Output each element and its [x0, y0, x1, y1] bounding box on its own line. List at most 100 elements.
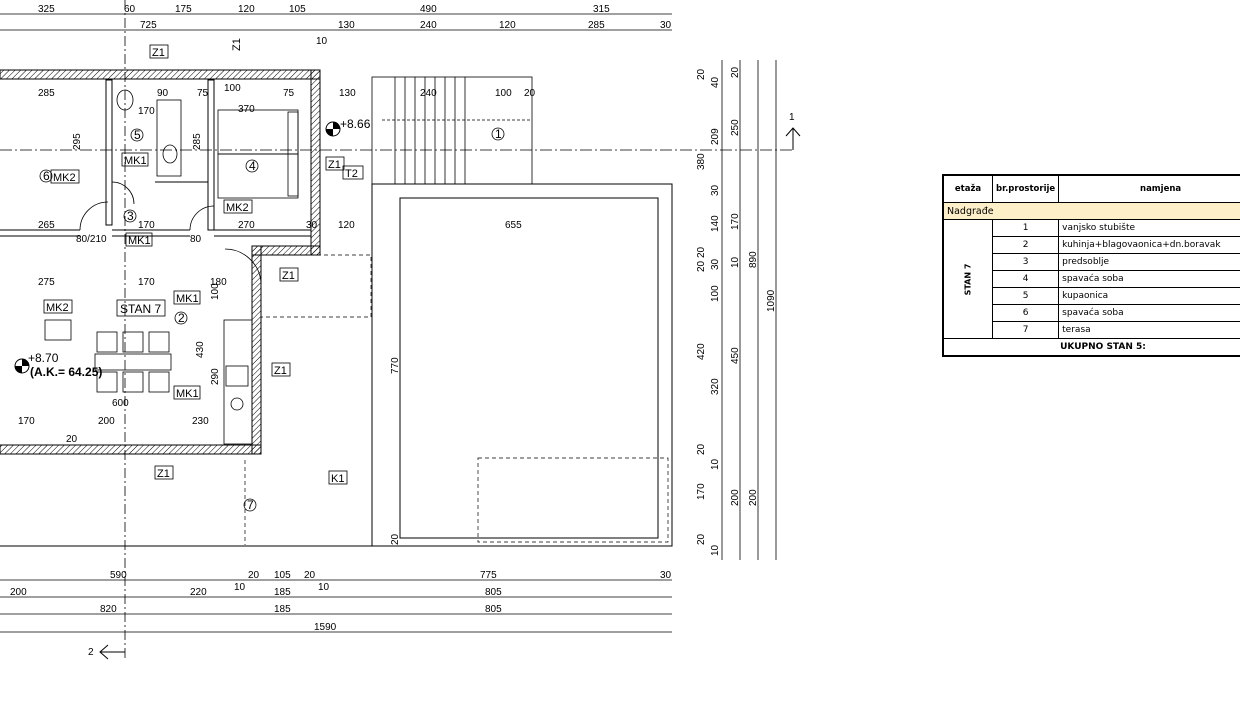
room-purpose: vanjsko stubište — [1058, 219, 1240, 237]
dim-text: 320 — [710, 378, 721, 395]
right-dims-b: 250 380 170 890 450 200 1090 200 — [696, 119, 777, 506]
header-purpose: namjena — [1058, 175, 1240, 203]
dim-text: 170 — [138, 220, 155, 231]
section-label: 1 — [789, 112, 795, 123]
room-no: 2 — [991, 236, 1060, 254]
dim-text: 20 — [696, 533, 707, 545]
room-no: 6 — [991, 304, 1060, 322]
dim-text: 770 — [390, 357, 401, 374]
header-room-no: br.prostorije — [991, 175, 1060, 203]
elevation-text: +8.70 — [28, 351, 59, 365]
section-mark-1: 1 — [785, 112, 801, 150]
dim-text: 200 — [748, 489, 759, 506]
room-number: 4 — [249, 159, 256, 173]
dim-text: 265 — [38, 220, 55, 231]
dim-text: 209 — [710, 128, 721, 145]
dim-text: 200 — [10, 587, 27, 598]
dim-text: 370 — [238, 104, 255, 115]
interior-walls — [0, 79, 311, 237]
dim-text: 200 — [98, 416, 115, 427]
dim-text: 75 — [283, 88, 295, 99]
room-no: 4 — [991, 270, 1060, 288]
dim-text: 820 — [100, 604, 117, 615]
unit-name: STAN 7 — [963, 263, 973, 295]
dim-text: 170 — [138, 277, 155, 288]
dim-text: 230 — [192, 416, 209, 427]
dim-text: 805 — [485, 587, 502, 598]
dim-text: 285 — [38, 88, 55, 99]
dim-text: 120 — [238, 4, 255, 15]
dim-text: 185 — [274, 604, 291, 615]
dim-text: 100 — [710, 285, 721, 302]
external-stairs — [371, 76, 533, 185]
material-tag: MK1 — [128, 235, 151, 247]
dim-text: 170 — [18, 416, 35, 427]
dim-text: 180 — [210, 277, 227, 288]
dim-text: 100 — [495, 88, 512, 99]
dim-text: 725 — [140, 20, 157, 31]
dim-text: 185 — [274, 587, 291, 598]
dim-text: 20 — [524, 88, 536, 99]
room-purpose: predsoblje — [1058, 253, 1240, 271]
section-label: 2 — [88, 647, 94, 658]
bottom-dimension-lines — [0, 579, 672, 633]
dim-text: 285 — [588, 20, 605, 31]
dim-text: 20 — [696, 246, 707, 258]
window-tag: Z1 — [328, 159, 341, 171]
dim-text: 170 — [696, 483, 707, 500]
plan-tags: Z1 Z1 Z1 Z1 Z1 Z1 MK1 MK1 MK1 MK1 MK2 MK… — [43, 38, 364, 485]
dim-text: 430 — [195, 341, 206, 358]
window-tag: Z1 — [157, 468, 170, 480]
room-number: 1 — [495, 127, 502, 141]
exterior-walls — [0, 69, 321, 455]
dim-text: 20 — [696, 260, 707, 272]
dim-text: 30 — [660, 570, 672, 581]
dim-text: 80/210 — [76, 234, 107, 245]
dim-text: 100 — [224, 83, 241, 94]
dim-text: 285 — [192, 133, 203, 150]
dim-text: 80 — [190, 234, 202, 245]
dim-text: 20 — [66, 434, 78, 445]
dim-text: 120 — [499, 20, 516, 31]
dim-text: 890 — [748, 251, 759, 268]
dim-text: 200 — [730, 489, 741, 506]
dim-text: 220 — [190, 587, 207, 598]
dim-text: 20 — [304, 570, 316, 581]
room-number-texts: 1 2 3 4 5 6 7 — [43, 127, 502, 512]
material-tag: MK1 — [176, 293, 199, 305]
dim-text: 100 — [210, 283, 221, 300]
elevation-marker-upper: +8.66 — [325, 117, 371, 137]
dim-text: 20 — [248, 570, 260, 581]
dim-text: 775 — [480, 570, 497, 581]
dim-text: 655 — [505, 220, 522, 231]
dim-text: 75 — [197, 88, 209, 99]
room-purpose: spavaća soba — [1058, 270, 1240, 288]
dim-text: 295 — [72, 133, 83, 150]
floor-name: Nadgrađe — [943, 202, 1240, 220]
room-numbers — [39, 127, 505, 512]
dim-text: 10 — [710, 544, 721, 556]
room-no: 5 — [991, 287, 1060, 305]
dim-text: 30 — [660, 20, 672, 31]
material-tag: K1 — [331, 473, 344, 485]
window-tag: Z1 — [231, 38, 243, 51]
room-purpose: spavaća soba — [1058, 304, 1240, 322]
dim-text: 175 — [175, 4, 192, 15]
dim-text: 250 — [730, 119, 741, 136]
dim-text: 30 — [710, 258, 721, 270]
dim-text: 10 — [730, 256, 741, 268]
dim-text: 20 — [696, 443, 707, 455]
material-tag: MK1 — [176, 388, 199, 400]
room-no: 7 — [991, 321, 1060, 339]
unit-label-text: STAN 7 — [120, 302, 161, 316]
right-dimension-lines — [721, 60, 777, 560]
unit-label: STAN 7 — [116, 299, 166, 317]
dim-text: 60 — [124, 4, 136, 15]
room-number: 7 — [247, 498, 254, 512]
room-purpose: kupaonica — [1058, 287, 1240, 305]
dim-text: 20 — [730, 66, 741, 78]
elevation-marker-main: +8.70 (A.K.= 64.25) — [14, 351, 102, 379]
dim-text: 10 — [234, 582, 246, 593]
dim-text: 40 — [710, 76, 721, 88]
